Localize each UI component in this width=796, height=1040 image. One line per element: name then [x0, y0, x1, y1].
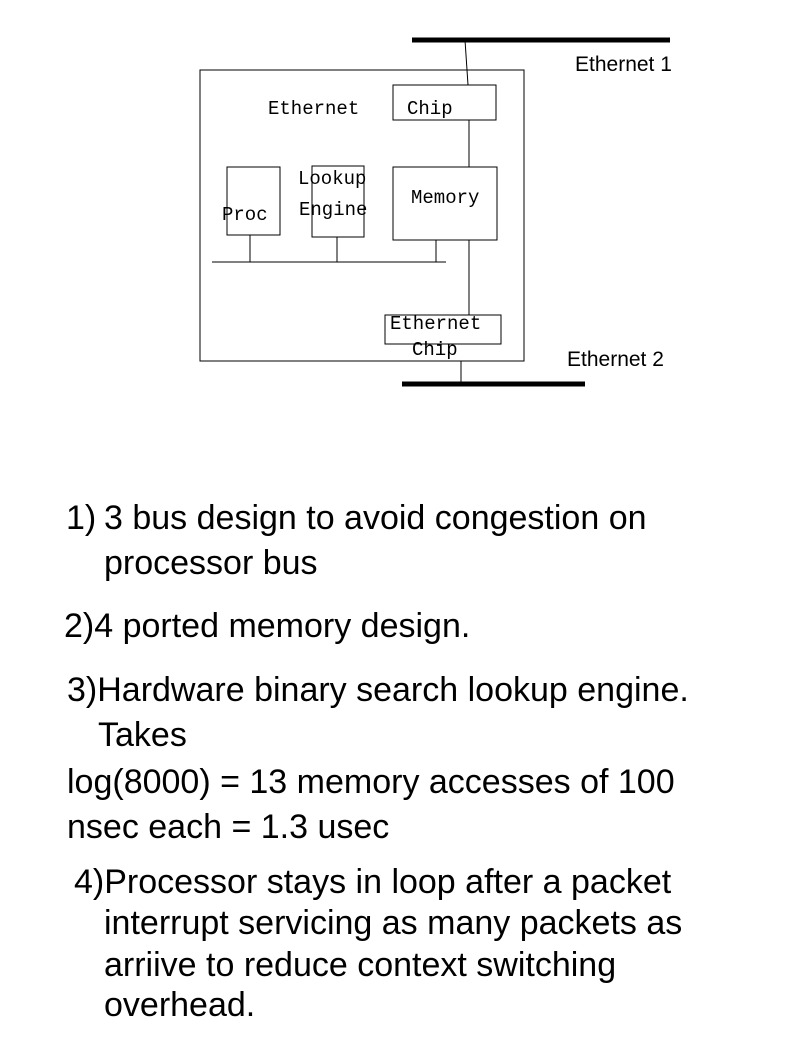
memory-label: Memory — [411, 187, 479, 209]
board-outline — [199, 69, 525, 362]
point-3-line-2: Takes — [98, 716, 187, 754]
bottom-chip-label-line2: Chip — [412, 339, 458, 361]
lookup-label-line1: Lookup — [298, 168, 366, 190]
point-1-number: 1) — [66, 499, 97, 537]
point-3-line-4: nsec each = 1.3 usec — [67, 808, 390, 846]
bottom-ethernet-chip — [384, 314, 502, 345]
point-3-line-1: 3)Hardware binary search lookup engine. — [67, 671, 689, 709]
proc-label: Proc — [222, 204, 268, 226]
point-3-line-3: log(8000) = 13 memory accesses of 100 — [67, 763, 675, 801]
lookup-label-line2: Engine — [299, 199, 367, 221]
lookup-engine-box — [311, 165, 365, 238]
point-4-line-4: overhead. — [104, 986, 256, 1024]
proc-box — [226, 166, 281, 236]
point-2: 2)4 ported memory design. — [64, 607, 471, 645]
bottom-chip-label-line1: Ethernet — [390, 313, 481, 335]
memory-box — [392, 166, 498, 241]
top-chip-label-ethernet: Ethernet — [268, 98, 359, 120]
ethernet-1-label: Ethernet 1 — [575, 53, 672, 76]
ethernet-2-label: Ethernet 2 — [567, 348, 664, 371]
ethernet-1-tap — [464, 39, 469, 86]
architecture-diagram: Ethernet 1 Ethernet Chip Proc Lookup Eng… — [199, 37, 672, 387]
point-4-line-1: 4)Processor stays in loop after a packet — [74, 863, 672, 901]
top-ethernet-chip — [392, 84, 497, 121]
point-1-line-1: 3 bus design to avoid congestion on — [104, 499, 647, 537]
point-1-line-2: processor bus — [104, 544, 318, 582]
point-4-line-2: interrupt servicing as many packets as — [104, 904, 683, 942]
top-chip-label-chip: Chip — [407, 98, 453, 120]
point-4-line-3: arriive to reduce context switching — [104, 946, 617, 984]
